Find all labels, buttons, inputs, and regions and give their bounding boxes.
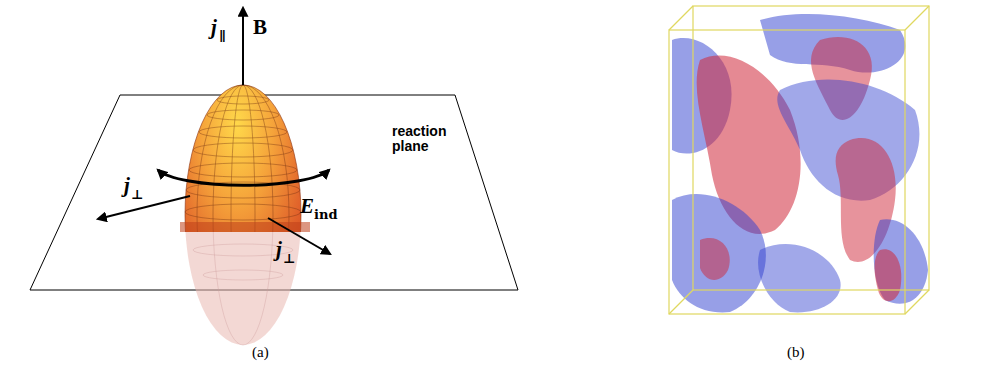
subscript: ⊥ <box>131 188 143 202</box>
panel-a-figure <box>30 8 518 345</box>
vector-symbol: j <box>211 16 217 39</box>
panel-caption: (b) <box>787 344 805 361</box>
current-arrow <box>98 196 190 219</box>
panel-caption: (a) <box>252 344 269 361</box>
cube-outline <box>669 6 929 314</box>
plane-label: reaction plane <box>392 124 454 155</box>
induced-field-ring <box>158 170 329 185</box>
vector-symbol: j <box>124 174 130 197</box>
panel-b-figure <box>669 6 929 314</box>
subscript: ∥ <box>219 30 226 44</box>
ellipsoid-lower <box>185 232 301 345</box>
subscript: ind <box>314 208 337 222</box>
vector-symbol: j <box>276 238 282 261</box>
field-symbol: B <box>253 16 267 39</box>
subscript: ⊥ <box>283 252 295 266</box>
field-symbol: E <box>300 195 314 218</box>
ellipsoid-upper <box>180 85 310 232</box>
b-field-arrow <box>242 8 244 85</box>
